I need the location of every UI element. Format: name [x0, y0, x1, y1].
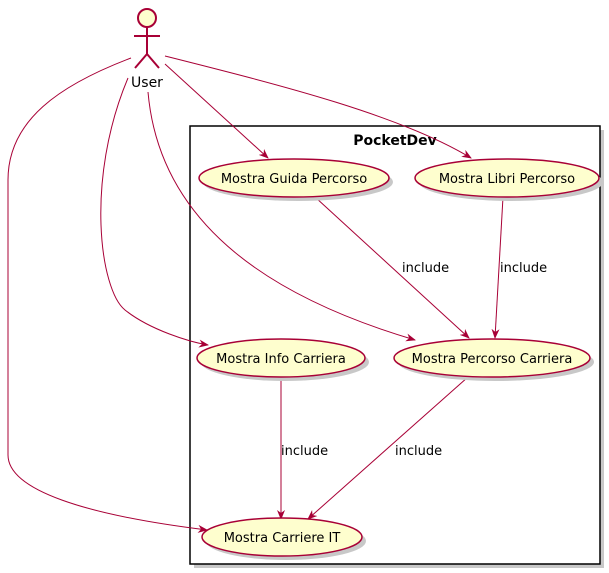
edge-user-percorso — [147, 91, 416, 342]
use-case-info: Mostra Info Carriera — [196, 338, 369, 381]
use-case-guida: Mostra Guida Percorso — [198, 158, 393, 201]
actor-leg-left — [134, 53, 148, 69]
edge-label-libri-percorso: include — [500, 261, 547, 276]
use-case-ellipse — [393, 338, 591, 378]
edges — [7, 55, 504, 533]
edge-label-info-carriere: include — [281, 444, 328, 459]
actor-label: User — [131, 75, 163, 91]
edge-percorso-carriere — [307, 376, 469, 520]
use-case-libri: Mostra Libri Percorso — [414, 158, 603, 201]
use-case-label: Mostra Info Carriera — [216, 352, 346, 367]
edge-user-carriere — [7, 57, 208, 533]
use-case-ellipse — [414, 158, 600, 198]
actor-head — [137, 8, 157, 28]
edge-user-guida — [164, 63, 269, 159]
use-case-label: Mostra Percorso Carriera — [412, 352, 573, 367]
use-case-ellipse — [198, 158, 390, 198]
edge-label-guida-percorso: include — [402, 261, 449, 276]
actor-user: User — [131, 8, 163, 91]
actor-leg-right — [146, 53, 160, 69]
use-case-carriere: Mostra Carriere IT — [201, 517, 366, 560]
use-case-label: Mostra Libri Percorso — [439, 172, 575, 187]
use-case-ellipse — [196, 338, 366, 378]
edge-user-info — [100, 77, 209, 348]
use-case-ellipse — [201, 517, 363, 557]
package-title: PocketDev — [353, 133, 437, 149]
edge-libri-percorso — [491, 196, 504, 339]
edge-label-percorso-carriere: include — [395, 444, 442, 459]
use-case-label: Mostra Guida Percorso — [221, 172, 367, 187]
use-case-percorso: Mostra Percorso Carriera — [393, 338, 594, 381]
use-case-label: Mostra Carriere IT — [224, 531, 341, 546]
edge-guida-percorso — [314, 196, 470, 339]
edge-user-libri — [164, 55, 472, 159]
